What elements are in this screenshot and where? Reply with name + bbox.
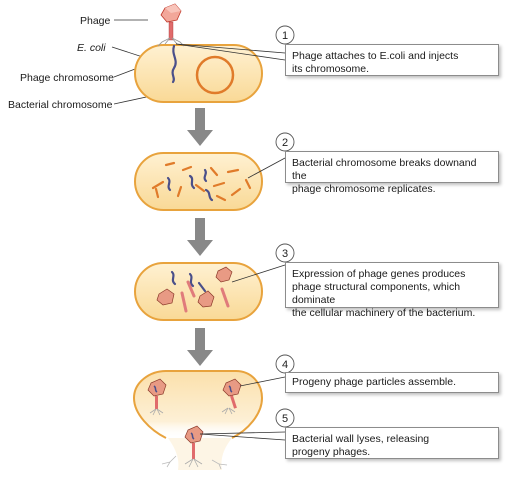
step-3-line-2: phage structural components, which domin…	[292, 281, 461, 306]
down-arrow-3	[187, 328, 213, 366]
label-bacterial-chromosome: Bacterial chromosome	[8, 99, 113, 111]
step-3-description: Expression of phage genes produces phage…	[285, 262, 499, 319]
step-2-line-1: Bacterial chromosome breaks downand the	[292, 157, 477, 182]
step-5-number: 5	[282, 413, 288, 425]
ecoli-cell	[134, 152, 263, 211]
step-4-description: Progeny phage particles assemble.	[285, 372, 499, 393]
cell-step-2	[134, 152, 263, 211]
step-3-line-1: Expression of phage genes produces	[292, 268, 466, 280]
step-5-line-2: progeny phages.	[292, 446, 371, 458]
label-ecoli: E. coli	[77, 42, 106, 54]
bacterial-chromosome	[195, 55, 235, 95]
step-1-number: 1	[282, 30, 288, 42]
lysing-cell	[132, 370, 264, 470]
step-3-line-3: the cellular machinery of the bacterium.	[292, 307, 476, 319]
released-phage	[184, 425, 204, 468]
step-2-line-2: phage chromosome replicates.	[292, 183, 436, 195]
step-5-line-1: Bacterial wall lyses, releasing	[292, 433, 430, 445]
step-1-description: Phage attaches to E.coli and injects its…	[285, 44, 499, 76]
phage-components	[156, 266, 233, 308]
ecoli-cell	[134, 44, 263, 103]
step-3-number: 3	[282, 248, 288, 260]
step-4-line-1: Progeny phage particles assemble.	[292, 376, 457, 388]
step-4-number: 4	[282, 359, 288, 371]
step-2-number: 2	[282, 137, 288, 149]
step-1-line-2: its chromosome.	[292, 63, 370, 75]
phage-dna-copies	[166, 168, 214, 202]
progeny-phage	[221, 378, 242, 415]
phage-chromosome	[171, 44, 177, 84]
step-markers: 1 2 3 4 5	[275, 25, 295, 428]
bacterial-dna-fragments	[151, 161, 252, 202]
step-4-5-leaders	[199, 376, 286, 441]
step-1-leader	[175, 43, 286, 61]
step-5-description: Bacterial wall lyses, releasing progeny …	[285, 427, 499, 459]
progeny-phage	[147, 378, 167, 416]
down-arrow-1	[187, 108, 213, 146]
step-2-description: Bacterial chromosome breaks downand the …	[285, 151, 499, 195]
step-1-line-1: Phage attaches to E.coli and injects	[292, 50, 459, 62]
ecoli-cell	[134, 262, 263, 321]
cell-step-1	[134, 44, 263, 103]
label-phage-chromosome: Phage chromosome	[20, 72, 114, 84]
step-2-leader	[247, 157, 286, 179]
down-arrow-2	[187, 218, 213, 256]
step-3-leader	[231, 264, 286, 283]
label-phage: Phage	[80, 15, 111, 27]
attaching-phage	[157, 3, 185, 47]
left-labels: Phage E. coli Phage chromosome Bacterial…	[8, 15, 114, 111]
cell-step-3	[134, 262, 263, 321]
